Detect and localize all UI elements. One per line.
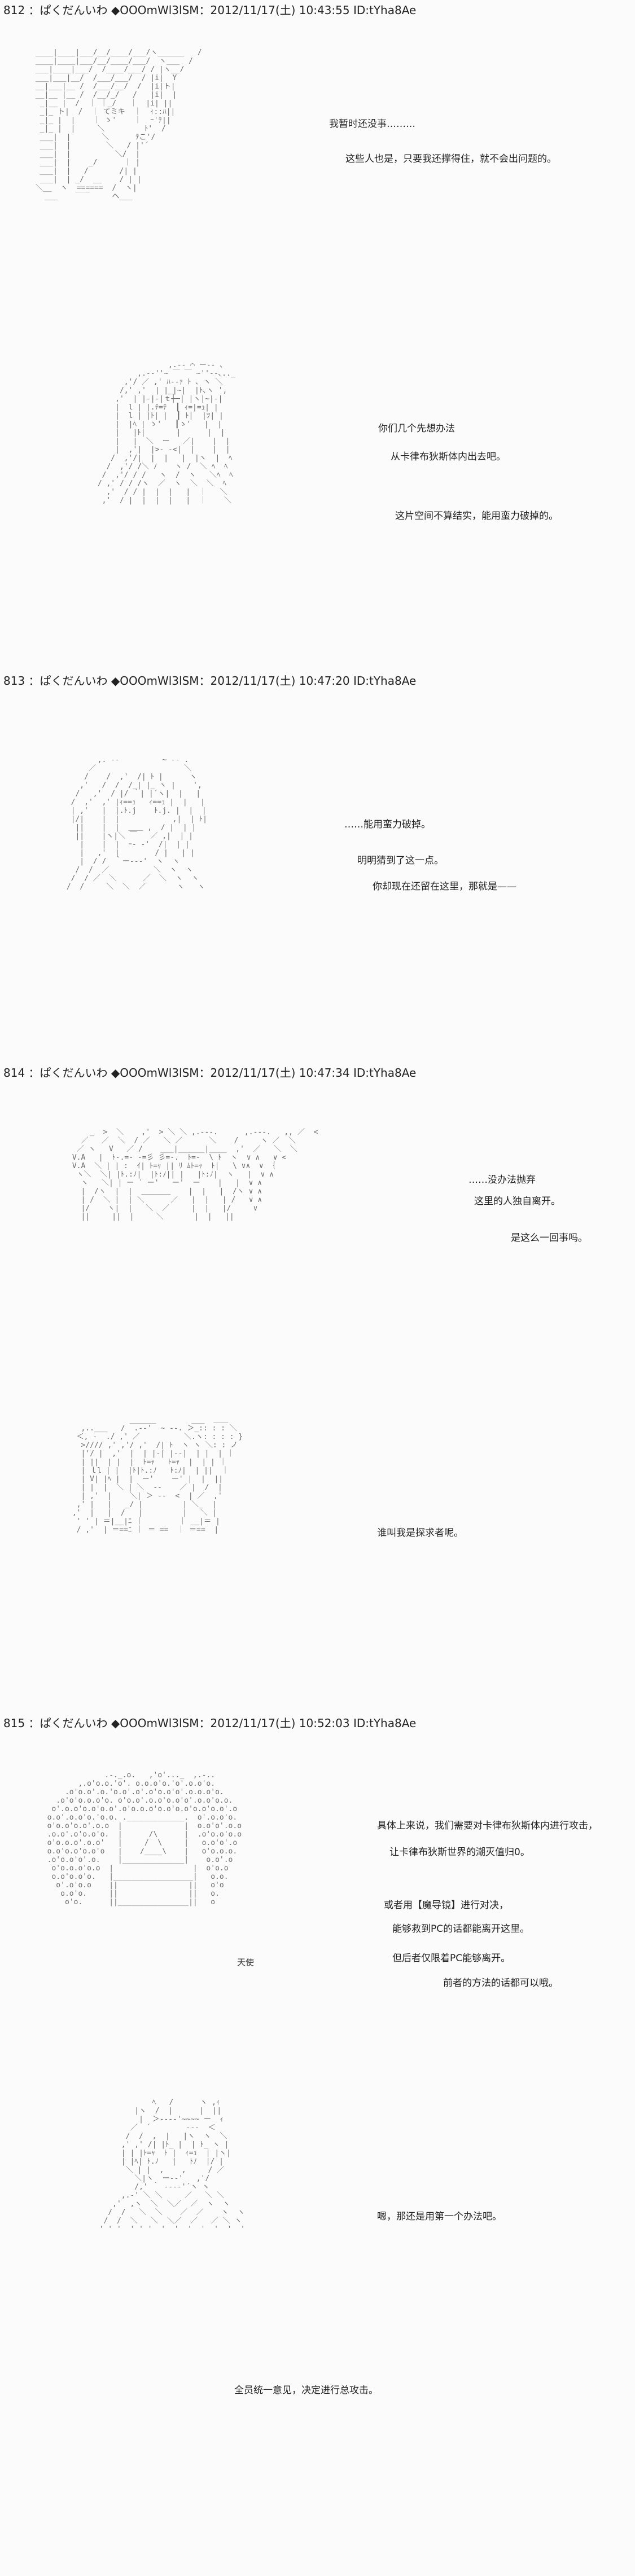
dialog-line: 但后者仅限着PC能够离开。 <box>392 1953 511 1964</box>
dialog-line: 嗯，那还是用第一个办法吧。 <box>377 2211 502 2222</box>
dialog-line: 你们几个先想办法 <box>378 423 455 434</box>
post-header: 813 ：ぱくだんいわ ◆OOOmWl3lSM：2012/11/17(土) 10… <box>3 674 417 688</box>
post-header: 815 ：ぱくだんいわ ◆OOOmWl3lSM：2012/11/17(土) 10… <box>3 1716 417 1730</box>
dialog-line: 这里的人独自离开。 <box>474 1196 560 1207</box>
ascii-art-figure: ______ ___ ＿＿ ,..___ / .-‐' ~ ‐-. ＞_:: :… <box>72 1416 243 1534</box>
dialog-line: ……能用蛮力破掉。 <box>344 819 431 830</box>
post-header: 814 ：ぱくだんいわ ◆OOOmWl3lSM：2012/11/17(土) 10… <box>3 1066 417 1080</box>
ascii-art-figure: ﾍ / ヽ ,ｨ |ヽ / | | || | ＞-‐-‐'~~~~ ー ｨ ／ … <box>99 2098 245 2234</box>
dialog-line: 我暂时还没事……… <box>329 118 415 130</box>
dialog-line: 你却现在还留在这里，那就是—— <box>373 881 516 892</box>
dialog-line: 这些人也是，只要我还撑得住，就不会出问题的。 <box>345 153 557 165</box>
dialog-line: 明明猜到了这一点。 <box>357 855 444 866</box>
dialog-line: 是这么一回事吗。 <box>511 1232 588 1244</box>
dialog-line: 前者的方法的话都可以哦。 <box>443 1978 558 1989</box>
ascii-art-figure: ,. -‐ ￣￣￣ ￣ ~ ‐- . ／ ＼ / / ,' /| ﾄ | ヽ ,… <box>66 756 207 891</box>
angel-label: 天使 <box>237 1957 254 1967</box>
dialog-line: 能够救到PC的话都能离开这里。 <box>392 1923 530 1935</box>
ascii-art-figure: .-._.o. ,'o'..._ ,.-.. ,.o'o.o.'o'. o.o.… <box>47 1771 242 1906</box>
dialog-line: 让卡律布狄斯世界的潮灭值归0。 <box>389 1847 530 1858</box>
dialog-line: 从卡律布狄斯体内出去吧。 <box>391 451 506 463</box>
ascii-art-figure: ____|____|___/__/____/___/ヽ______ / ____… <box>35 49 202 201</box>
dialog-line: 或者用【魔导镜】进行对决， <box>384 1900 509 1911</box>
dialog-line: ……没办法抛弃 <box>468 1174 536 1186</box>
ascii-art-figure: ,.-‐ ⌒ ー-- ､ ,.-‐''~ ￣ ￣ ~''‐-､.._ ,'/ ／… <box>97 361 235 505</box>
ascii-art-figure: _ > ＼ ,' > ＼ ＼ ,.-‐-. ,.-‐-. ,, ／ < ／ ／ … <box>72 1128 318 1221</box>
dialog-line: 这片空间不算结实，能用蛮力破掉的。 <box>395 510 558 522</box>
dialog-line: 全员统一意见，决定进行总攻击。 <box>234 2385 378 2396</box>
dialog-line: 具体上来说，我们需要对卡律布狄斯体内进行攻击， <box>377 1820 598 1831</box>
post-header: 812 ：ぱくだんいわ ◆OOOmWl3lSM：2012/11/17(土) 10… <box>3 3 417 17</box>
dialog-line: 谁叫我是探求者呢。 <box>377 1527 463 1539</box>
